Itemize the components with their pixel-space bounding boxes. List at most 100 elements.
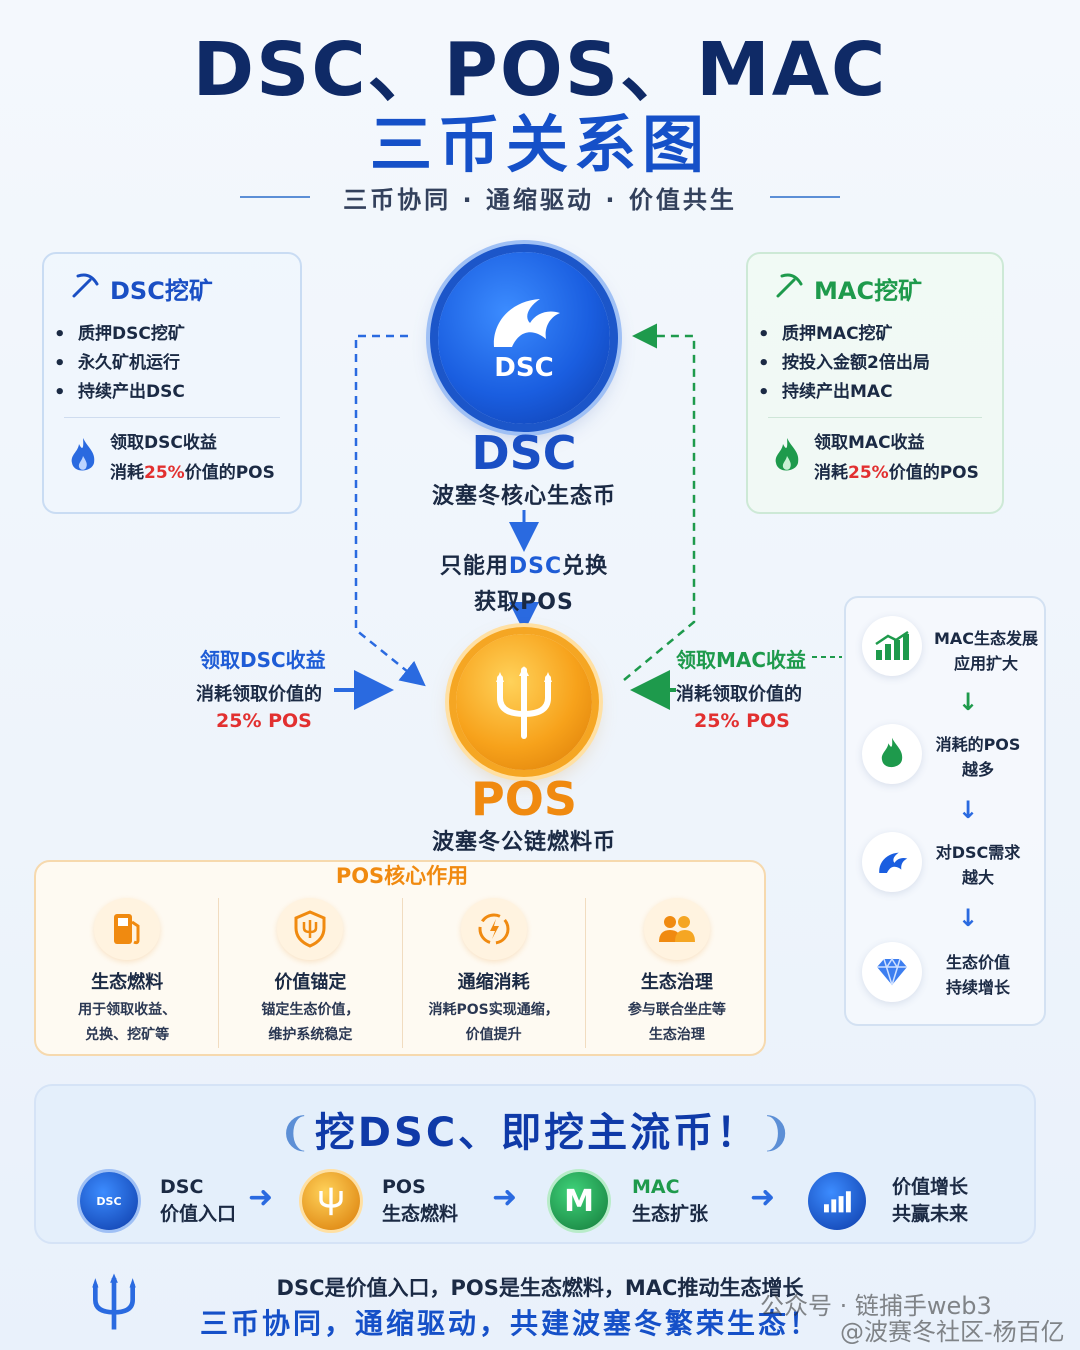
mac-mining-card: MAC挖矿 质押MAC挖矿 按投入金额2倍出局 持续产出MAC 领取MAC收益 …	[746, 252, 1004, 514]
page-title-line2: 三币关系图	[369, 108, 710, 181]
side-step-3: 对DSC需求越大	[935, 843, 1021, 887]
exchange-line2: 获取POS	[474, 590, 574, 615]
dsc-mining-bullets: 质押DSC挖矿 永久矿机运行 持续产出DSC	[44, 320, 300, 407]
pos-role-desc: 消耗POS实现通缩，价值提升	[428, 1002, 559, 1043]
pos-role-item: 生态燃料 用于领取收益、兑换、挖矿等	[36, 898, 218, 1048]
subtitle-right-rule	[770, 196, 840, 198]
pos-caption: 波塞冬公链燃料币	[431, 830, 616, 855]
divider	[768, 417, 982, 418]
footer-line2: 三币协同，通缩驱动，共建波塞冬繁荣生态！	[199, 1307, 820, 1340]
pos-roles-box: POS核心作用 生态燃料 用于领取收益、兑换、挖矿等 价值锚定 锚定生态价值，维…	[34, 860, 766, 1056]
side-step-1: MAC生态发展应用扩大	[933, 629, 1039, 673]
pos-role-item: 通缩消耗 消耗POS实现通缩，价值提升	[403, 898, 585, 1048]
pos-role-desc: 锚定生态价值，维护系统稳定	[261, 1002, 360, 1043]
fuel-pump-icon	[94, 898, 161, 960]
chain-growth-label: 价值增长共赢未来	[892, 1176, 969, 1225]
dsc-name: DSC	[471, 426, 577, 480]
laurel-left-icon: ❨	[278, 1110, 315, 1156]
list-item: 质押MAC挖矿	[748, 320, 1002, 349]
divider	[584, 898, 586, 1048]
wave-icon	[862, 832, 922, 892]
right-flow-text: 消耗领取价值的	[676, 684, 802, 705]
pos-coin	[456, 634, 592, 770]
down-arrow-icon: ↓	[958, 796, 979, 824]
mac-mining-bullets: 质押MAC挖矿 按投入金额2倍出局 持续产出MAC	[748, 320, 1002, 407]
divider	[401, 898, 403, 1048]
wave-icon	[493, 299, 560, 347]
exchange-line1: 只能用DSC兑换	[439, 554, 609, 579]
dsc-reward-row: 领取DSC收益 消耗25%价值的POS	[44, 428, 300, 488]
slogan-text: ❨挖DSC、即挖主流币！❩	[278, 1110, 796, 1156]
people-icon	[643, 898, 710, 960]
dsc-coin: DSC	[438, 252, 610, 424]
left-flow-text: 消耗领取价值的	[196, 684, 322, 705]
pos-role-title: 生态燃料	[91, 972, 164, 993]
trident-icon	[319, 1187, 343, 1216]
list-item: 质押DSC挖矿	[44, 320, 300, 349]
down-arrow-icon: ↓	[958, 904, 979, 932]
flame-icon	[772, 436, 802, 480]
pickaxe-icon	[774, 270, 804, 306]
pos-roles-title: POS核心作用	[335, 864, 469, 888]
laurel-right-icon: ❩	[759, 1110, 796, 1156]
dsc-reward-line1: 领取DSC收益	[110, 433, 217, 453]
growth-chart-icon	[862, 616, 922, 676]
subtitle-left-rule	[240, 196, 310, 198]
trident-icon	[86, 1268, 142, 1342]
page-title-line1: DSC、POS、MAC	[192, 27, 888, 113]
right-flow-pct: 25% POS	[694, 710, 790, 732]
dsc-coin-text: DSC	[494, 353, 554, 383]
dsc-reward-line2: 消耗25%价值的POS	[110, 463, 275, 483]
trident-icon	[496, 666, 552, 739]
pos-role-title: 价值锚定	[274, 972, 347, 993]
left-flow-pct: 25% POS	[216, 710, 312, 732]
arrow-right-icon: ➜	[750, 1180, 776, 1215]
mac-mini-coin: M	[550, 1172, 608, 1230]
list-item: 持续产出DSC	[44, 378, 300, 407]
flame-icon	[862, 724, 922, 784]
down-arrow-icon: ↓	[958, 688, 979, 716]
mac-reward-line1: 领取MAC收益	[814, 433, 925, 453]
pos-mini-coin	[302, 1172, 360, 1230]
pos-role-title: 通缩消耗	[457, 972, 530, 993]
pos-name: POS	[471, 772, 577, 826]
divider	[64, 417, 280, 418]
mac-mining-title: MAC挖矿	[814, 276, 923, 305]
pos-role-item: 价值锚定 锚定生态价值，维护系统稳定	[219, 898, 401, 1048]
list-item: 持续产出MAC	[748, 378, 1002, 407]
dsc-mining-card: DSC挖矿 质押DSC挖矿 永久矿机运行 持续产出DSC 领取DSC收益 消耗2…	[42, 252, 302, 514]
pos-role-desc: 参与联合坐庄等生态治理	[627, 1002, 726, 1043]
pos-role-desc: 用于领取收益、兑换、挖矿等	[78, 1002, 177, 1043]
dsc-mining-title: DSC挖矿	[110, 276, 213, 305]
pos-roles-list: 生态燃料 用于领取收益、兑换、挖矿等 价值锚定 锚定生态价值，维护系统稳定 通缩…	[36, 898, 768, 1048]
mac-reward-row: 领取MAC收益 消耗25%价值的POS	[748, 428, 1002, 488]
mac-reward-line2: 消耗25%价值的POS	[814, 463, 979, 483]
pos-role-title: 生态治理	[640, 972, 713, 993]
growth-chart-icon	[808, 1172, 866, 1230]
flame-icon	[68, 436, 98, 480]
arrow-right-icon: ➜	[492, 1180, 518, 1215]
pos-role-item: 生态治理 参与联合坐庄等生态治理	[586, 898, 768, 1048]
shield-trident-icon	[277, 898, 344, 960]
arrow-right-icon: ➜	[248, 1180, 274, 1215]
burn-cycle-icon	[460, 898, 527, 960]
divider	[218, 898, 220, 1048]
list-item: 按投入金额2倍出局	[748, 349, 1002, 378]
left-flow-title: 领取DSC收益	[200, 648, 326, 672]
dsc-caption: 波塞冬核心生态币	[431, 484, 616, 509]
watermark-line2: @波赛冬社区-杨百亿	[840, 1318, 1065, 1346]
dsc-mini-coin: DSC	[80, 1172, 138, 1230]
list-item: 永久矿机运行	[44, 349, 300, 378]
side-step-4: 生态价值持续增长	[945, 953, 1010, 997]
pickaxe-icon	[70, 270, 100, 306]
diamond-icon	[862, 942, 922, 1002]
footer-line1: DSC是价值入口，POS是生态燃料，MAC推动生态增长	[276, 1276, 804, 1300]
right-flow-title: 领取MAC收益	[676, 648, 807, 672]
